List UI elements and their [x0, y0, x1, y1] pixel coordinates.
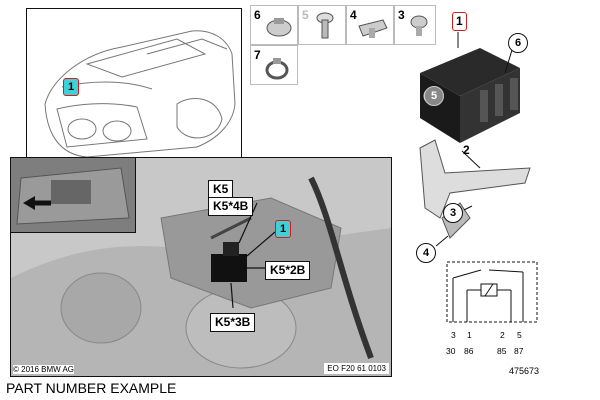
bolt-icon [410, 15, 428, 36]
pin-top-1: 3 [451, 330, 456, 340]
copyright-text: © 2016 BMW AG [13, 365, 75, 374]
part-tile-6: 6 [250, 5, 298, 45]
relay-circuit-symbol [446, 261, 538, 323]
engine-inset-view [11, 158, 136, 233]
inset-illustration [11, 158, 135, 232]
part-tile-3: 3 [394, 5, 436, 45]
hose-clamp-icon [265, 58, 289, 80]
callout-6: 6 [508, 33, 528, 53]
connector-label-k5-3b: K5*3B [210, 313, 256, 332]
relay-schematic: 3 1 2 5 30 86 85 87 [437, 258, 547, 358]
image-reference-code: EO F20 61 0103 [324, 363, 389, 374]
engine-location-marker: 1 [275, 220, 291, 238]
pin-top-4: 5 [517, 330, 522, 340]
car-location-marker: 1 [63, 78, 79, 96]
caption: PART NUMBER EXAMPLE [6, 380, 177, 396]
part-tile-7: 7 [250, 45, 298, 85]
nut-icon [266, 18, 292, 37]
part-tile-4: 4 [346, 5, 394, 45]
pin-bottom-1: 30 [446, 346, 456, 356]
connector-label-k5-4b: K5*4B [208, 197, 254, 216]
part-number-6: 6 [254, 8, 261, 22]
clip-nut-icon [358, 19, 388, 38]
diagram-id: 475673 [509, 366, 540, 376]
car-front-illustration [44, 30, 236, 158]
callout-2: 2 [463, 143, 470, 157]
part-number-4: 4 [350, 8, 357, 22]
relay-part-label: 1 [452, 12, 467, 31]
part-tile-5: 5 [298, 5, 346, 45]
connector-label-k5-2b: K5*2B [265, 261, 311, 280]
callout-5: 5 [424, 86, 444, 106]
callout-3: 3 [443, 203, 463, 223]
pin-bottom-4: 87 [514, 346, 524, 356]
part-number-5: 5 [302, 8, 309, 22]
pin-top-3: 2 [500, 330, 505, 340]
relay-assembly-drawing [419, 32, 531, 247]
car-overview-panel: 1 [26, 8, 242, 168]
part-number-3: 3 [398, 8, 405, 22]
engine-bay-photo: K5 K5*4B K5*2B K5*3B 1 © 2016 BMW AG EO … [10, 157, 392, 377]
pin-bottom-2: 86 [464, 346, 474, 356]
callout-4: 4 [416, 243, 436, 263]
part-number-7: 7 [254, 48, 261, 62]
pin-top-2: 1 [467, 330, 472, 340]
pin-bottom-3: 85 [497, 346, 507, 356]
screw-icon [316, 12, 334, 39]
